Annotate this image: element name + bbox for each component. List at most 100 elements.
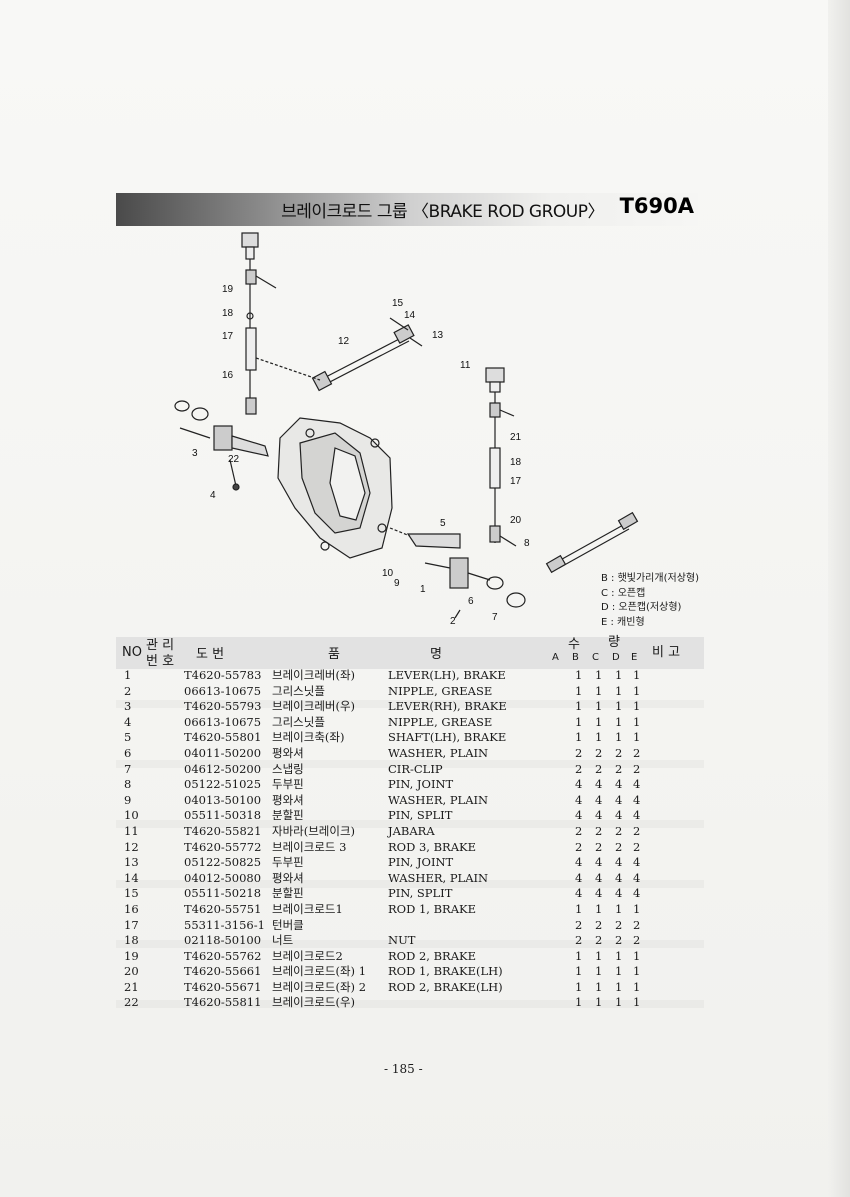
cell-kr: 브레이크로드(좌) 1 [272,964,367,979]
cell-e: 2 [633,761,641,776]
cell-kr: 브레이크로드 3 [272,839,347,854]
cell-kr: 두부핀 [272,855,304,870]
cell-c: 1 [595,901,603,916]
cell-en: PIN, JOINT [388,777,454,792]
cell-d: 4 [615,855,623,870]
cell-no: 22 [124,995,139,1010]
callout-8: 8 [524,538,530,549]
callout-7: 7 [492,612,498,623]
cell-no: 8 [124,777,132,792]
cell-en: WASHER, PLAIN [388,745,489,760]
callout-6: 6 [468,596,474,607]
cell-e: 4 [633,870,641,885]
cell-no: 5 [124,730,132,745]
cell-kr: 브레이크로드(우) [272,995,356,1010]
cell-part: 55311-3156-1 [184,917,265,932]
cell-part: 04011-50200 [184,745,262,760]
cell-d: 1 [615,730,623,745]
cell-part: 05122-50825 [184,855,262,870]
cell-b: 4 [575,808,583,823]
col-b: B [572,652,579,663]
cell-en: LEVER(LH), BRAKE [388,668,506,682]
cell-no: 20 [124,964,139,979]
cell-no: 6 [124,745,132,760]
callout-18b: 18 [510,457,522,468]
col-a: A [552,652,559,663]
cell-part: T4620-55661 [184,964,262,979]
cell-c: 4 [595,777,603,792]
cell-e: 1 [633,901,641,916]
cell-e: 1 [633,714,641,729]
cell-c: 1 [595,730,603,745]
cell-d: 2 [615,823,623,838]
cell-kr: 분할핀 [272,886,304,901]
cell-c: 1 [595,964,603,979]
cell-b: 2 [575,745,583,760]
cell-en: WASHER, PLAIN [388,870,489,885]
callout-2: 2 [450,616,456,627]
cell-part: T4620-55801 [184,730,262,745]
callout-16: 16 [222,370,234,381]
cell-part: T4620-55811 [184,995,262,1010]
cell-no: 1 [124,668,132,682]
cell-c: 2 [595,823,603,838]
col-no: NO [122,645,142,660]
callout-11: 11 [460,360,471,371]
cell-c: 1 [595,683,603,698]
cell-e: 1 [633,683,641,698]
page-number: - 185 - [384,1062,423,1076]
cell-d: 1 [615,964,623,979]
col-d: D [612,652,620,663]
cell-e: 4 [633,777,641,792]
cell-d: 4 [615,886,623,901]
cell-part: T4620-55751 [184,901,262,916]
cell-no: 18 [124,933,139,948]
cell-d: 2 [615,761,623,776]
cell-en: JABARA [388,823,435,838]
cell-kr: 브레이크로드2 [272,948,343,963]
cell-no: 2 [124,683,132,698]
cell-kr: 턴버클 [272,917,304,932]
cell-no: 16 [124,901,139,916]
cell-kr: 브레이크축(좌) [272,730,345,745]
cell-d: 1 [615,699,623,714]
cell-e: 1 [633,668,641,682]
cell-d: 2 [615,839,623,854]
legend-item: B : 햇빛가리개(저상형) [601,573,699,584]
cell-d: 2 [615,745,623,760]
cell-no: 13 [124,855,139,870]
callout-5: 5 [440,518,446,529]
cell-part: 06613-10675 [184,683,262,698]
cell-en: WASHER, PLAIN [388,792,489,807]
cell-en: SHAFT(LH), BRAKE [388,730,507,745]
cell-no: 15 [124,886,139,901]
cell-d: 1 [615,948,623,963]
col-remark: 비 고 [652,645,681,660]
cell-kr: 브레이크로드(좌) 2 [272,979,367,994]
page-edge-shadow [828,0,850,1197]
cell-c: 1 [595,714,603,729]
cell-e: 2 [633,839,641,854]
cell-b: 1 [575,683,583,698]
cell-en: PIN, SPLIT [388,808,453,823]
jabara-boot-right [485,367,505,383]
col-name-1: 품 [328,647,340,662]
cell-b: 2 [575,823,583,838]
cell-c: 2 [595,917,603,932]
cell-b: 1 [575,901,583,916]
callout-12: 12 [338,336,350,347]
cell-c: 2 [595,745,603,760]
cell-kr: 평와셔 [272,792,304,807]
cell-c: 1 [595,995,603,1010]
callout-19: 19 [222,284,234,295]
cell-part: 05122-51025 [184,777,262,792]
